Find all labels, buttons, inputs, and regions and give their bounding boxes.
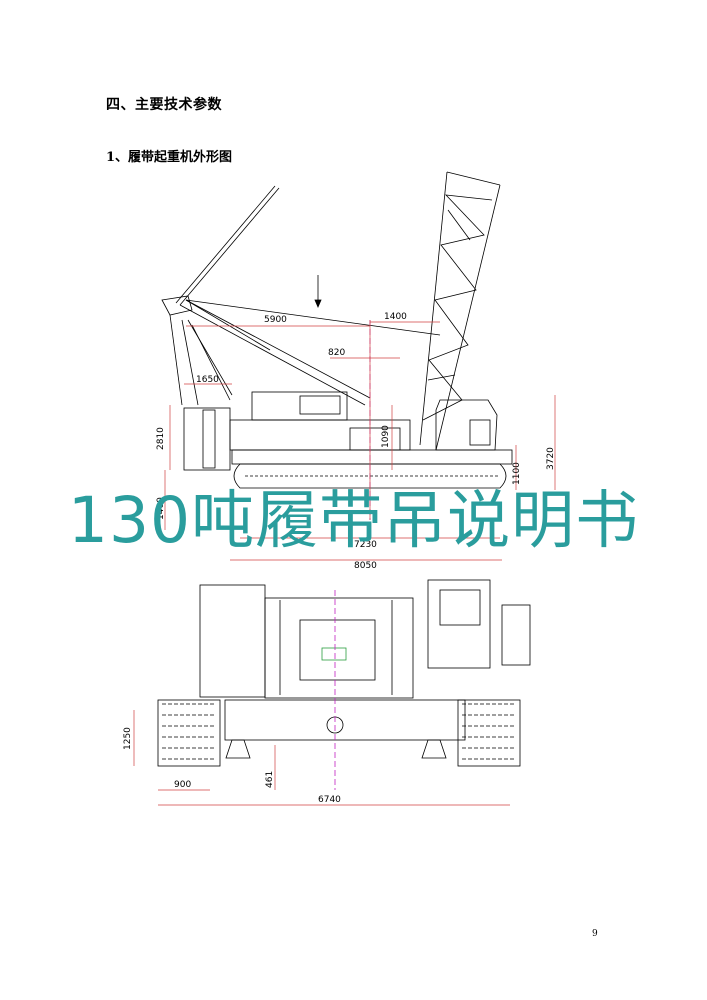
front-view bbox=[157, 579, 531, 790]
dim-461: 461 bbox=[265, 771, 275, 788]
dim-1100: 1100 bbox=[512, 462, 522, 485]
main-boom bbox=[419, 171, 501, 451]
dim-8050: 8050 bbox=[354, 561, 377, 571]
side-track bbox=[231, 449, 513, 489]
dim-2810: 2810 bbox=[156, 427, 166, 450]
dim-820: 820 bbox=[328, 348, 345, 358]
upper-structure bbox=[229, 391, 498, 451]
counterweight bbox=[183, 407, 231, 471]
dim-1090: 1090 bbox=[381, 425, 391, 448]
dim-1400-top: 1400 bbox=[384, 312, 407, 322]
dim-6740: 6740 bbox=[318, 795, 341, 805]
dim-900: 900 bbox=[174, 780, 191, 790]
subsection-title: 1、履带起重机外形图 bbox=[106, 150, 233, 165]
front-view-dimensions: 1250 900 461 6740 bbox=[123, 727, 341, 805]
section-title: 四、主要技术参数 bbox=[106, 97, 222, 113]
side-view-dimensions: 5900 1400 820 1650 2810 1090 3720 1100 7… bbox=[156, 312, 556, 571]
dim-1650: 1650 bbox=[196, 375, 219, 385]
page-number: 9 bbox=[592, 929, 598, 939]
dim-5900: 5900 bbox=[264, 315, 287, 325]
dim-1400-left: 1400 bbox=[156, 497, 166, 520]
dim-1250: 1250 bbox=[123, 727, 133, 750]
watermark-title: 130吨履带吊说明书 bbox=[67, 484, 640, 557]
dim-7230: 7230 bbox=[354, 540, 377, 550]
mast bbox=[161, 185, 371, 406]
dim-3720: 3720 bbox=[546, 447, 556, 470]
